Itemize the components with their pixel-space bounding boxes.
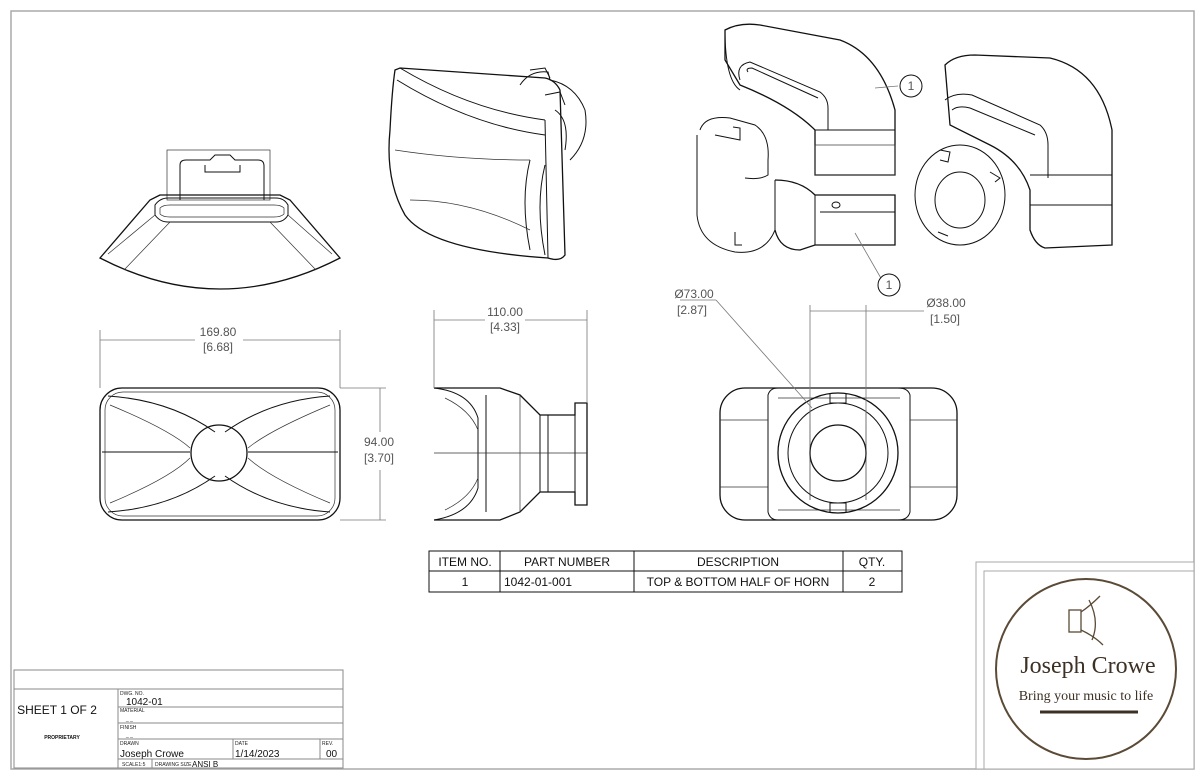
- bom-header-part: PART NUMBER: [524, 555, 610, 569]
- finish-label: FINISH: [120, 725, 137, 731]
- material-label: MATERIAL: [120, 708, 145, 714]
- bom-header-qty: QTY.: [859, 555, 885, 569]
- rev-value: 00: [326, 749, 338, 760]
- title-block: SHEET 1 OF 2 PROPRIETARY DWG. NO. 1042-0…: [13, 669, 344, 769]
- rev-label: REV.: [322, 741, 333, 747]
- bom-cell-part: 1042-01-001: [504, 575, 572, 589]
- speaker-logo-icon: [1068, 595, 1104, 646]
- logo-name: Joseph Crowe: [1020, 653, 1155, 679]
- balloon-label: 1: [908, 79, 915, 93]
- logo-tagline: Bring your music to life: [1019, 689, 1154, 704]
- dim-dia-inner: Ø38.00 [1.50]: [809, 296, 966, 425]
- bom-cell-item: 1: [462, 575, 469, 589]
- bom-cell-qty: 2: [869, 575, 876, 589]
- balloon-1-lower: 1: [877, 273, 901, 297]
- bom-table: ITEM NO. PART NUMBER DESCRIPTION QTY. 1 …: [428, 550, 903, 593]
- drawing-size-value: ANSI B: [192, 760, 218, 769]
- dim-height-value: 94.00: [364, 435, 394, 449]
- scale-label: SCALE1:5: [122, 762, 146, 768]
- date-value: 1/14/2023: [235, 749, 280, 760]
- dwg-no-label: DWG. NO.: [120, 691, 144, 697]
- dim-dia-outer-value: Ø73.00: [674, 287, 714, 301]
- iso-view-assembled: [388, 67, 587, 261]
- dim-width-inches: [6.68]: [203, 340, 233, 354]
- dim-dia-inner-value: Ø38.00: [926, 296, 966, 310]
- iso-view-exploded: [696, 23, 1113, 281]
- dim-width: 169.80 [6.68]: [99, 325, 341, 388]
- drawing-size-label: DRAWING SIZE: [155, 762, 192, 768]
- dim-dia-outer-inches: [2.87]: [677, 303, 707, 317]
- bom-cell-description: TOP & BOTTOM HALF OF HORN: [647, 575, 830, 589]
- top-view: [98, 149, 342, 290]
- sheet-border: [10, 10, 1195, 770]
- dim-dia-inner-inches: [1.50]: [930, 312, 960, 326]
- balloon-1-upper: 1: [899, 74, 923, 98]
- sheet-number: SHEET 1 OF 2: [17, 703, 97, 717]
- dim-height: 94.00 [3.70]: [340, 387, 394, 521]
- balloon-label: 1: [886, 278, 893, 292]
- dim-width-value: 169.80: [200, 325, 237, 339]
- dim-dia-outer: Ø73.00 [2.87]: [674, 287, 813, 409]
- dim-height-inches: [3.70]: [364, 451, 394, 465]
- bom-header-description: DESCRIPTION: [697, 555, 779, 569]
- material-value: _ _: [125, 717, 133, 723]
- date-label: DATE: [235, 741, 249, 747]
- drawn-by: Joseph Crowe: [120, 749, 184, 760]
- finish-value: _ _: [125, 733, 133, 739]
- dwg-no: 1042-01: [126, 697, 163, 708]
- dim-depth-inches: [4.33]: [490, 320, 520, 334]
- dim-depth: 110.00 [4.33]: [433, 305, 588, 403]
- front-view: [99, 387, 341, 521]
- bom-header-item: ITEM NO.: [438, 555, 491, 569]
- rear-view: [719, 387, 958, 521]
- drawn-label: DRAWN: [120, 741, 139, 747]
- proprietary-label: PROPRIETARY: [44, 735, 80, 741]
- side-view: [433, 387, 588, 521]
- logo-block: Joseph Crowe Bring your music to life: [975, 561, 1195, 770]
- dim-depth-value: 110.00: [487, 305, 523, 319]
